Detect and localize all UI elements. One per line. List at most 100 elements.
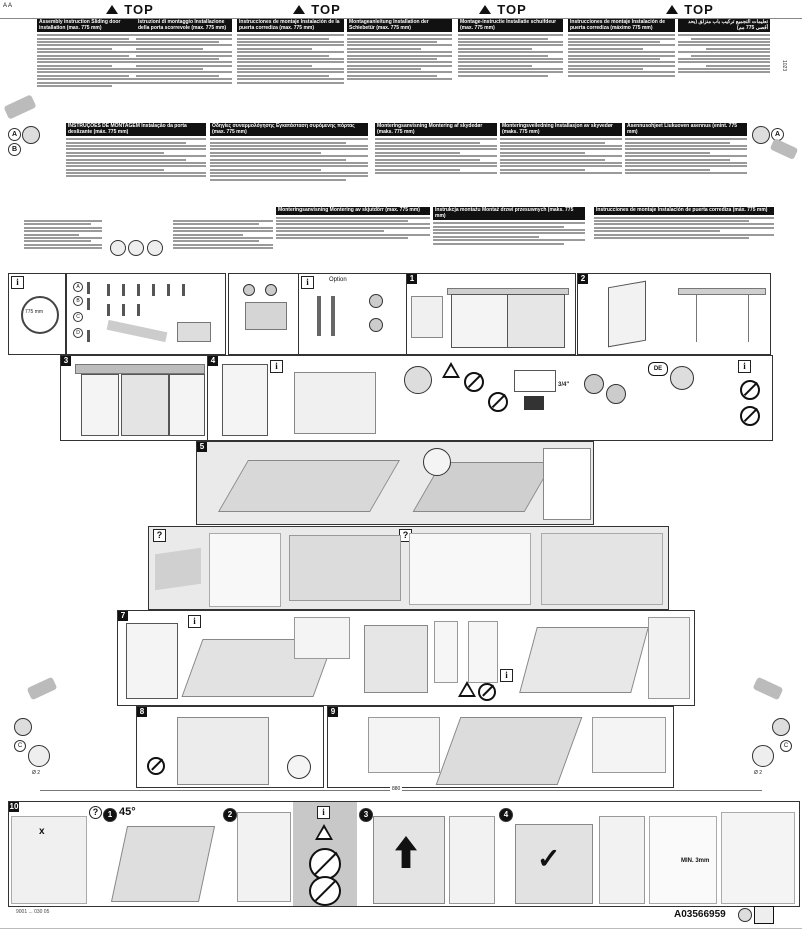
detail-magnifier-icon (287, 755, 311, 779)
part-label-d: D (73, 328, 83, 338)
part-label-b: B (73, 296, 83, 306)
arrow-up-icon (293, 4, 306, 14)
part-label-c: C (73, 312, 83, 322)
top-strip (0, 0, 802, 19)
panel-mount-diagram (289, 535, 401, 601)
dishwasher-side (608, 280, 646, 348)
top-label-2: TOP (282, 0, 352, 18)
door-adjust-diagram (721, 812, 795, 904)
hole-diameter-right: Ø 2 (754, 770, 763, 776)
rail-part-icon (106, 319, 168, 343)
drill-icon (769, 138, 799, 160)
column-title: Instrucciones de montaje Instalación de … (237, 19, 344, 33)
step-3-panel: 3 (60, 355, 208, 441)
screw-icon (122, 304, 125, 316)
column-title: Monteringsanvisning Montering av skjutdö… (276, 207, 430, 215)
detail-inset (294, 617, 350, 659)
column-title: Monteringsveiledning Installasjon av sky… (500, 123, 622, 137)
screw-detail (368, 717, 440, 773)
country-badge: DE (648, 362, 668, 376)
column-title: تعليمات التجميع تركيب باب منزلق (بحد أقص… (678, 19, 770, 33)
substep-2: 2 (223, 808, 237, 822)
column-title: INSTRUÇÕES DE MONTAGEM Instalação da por… (66, 123, 206, 137)
column-title: Instrukcja montażu Montaż drzwi przesuwn… (433, 207, 585, 221)
question-icon: ? (89, 806, 102, 819)
screw-icon (87, 298, 90, 310)
dimension-chart (411, 296, 443, 338)
instruction-column-sv: Monteringsanvisning Montering av skjutdö… (276, 207, 430, 267)
side-dimension: 1023 (781, 60, 787, 72)
no-sign-icon (309, 876, 341, 906)
footer-code: 9001 ... 030 05 (16, 909, 50, 915)
instruction-column-en: Assembly instruction Sliding door instal… (37, 19, 144, 121)
step-number: 7 (118, 611, 128, 621)
tap-icon (524, 396, 544, 410)
instruction-column-da: Monteringsanvisning Montering af skydedø… (375, 123, 497, 203)
no-sign-icon (478, 683, 496, 701)
instruction-column-es3: Instrucciones de montaje Instalación de … (594, 207, 774, 267)
thread-size: 3/4" (558, 382, 570, 388)
countertop (75, 364, 205, 374)
ring-diagram (21, 296, 59, 334)
gap-measure-diagram (649, 816, 717, 904)
column-title: Montageanleitung Installation der Schieb… (347, 19, 452, 33)
hinge-part-icon (245, 302, 287, 330)
hinge-detail (449, 816, 495, 904)
option-label: Option (329, 277, 347, 283)
step-number: 2 (578, 274, 588, 284)
angle-label: 45° (119, 806, 136, 818)
info-icon: i (11, 276, 24, 289)
column-title: Assembly instruction Sliding door instal… (37, 19, 144, 33)
rod-icon (331, 296, 335, 336)
countertop (678, 288, 766, 295)
instruction-column-es2: Instrucciones de montaje Instalación de … (568, 19, 675, 121)
parts-washers-panel (228, 273, 300, 355)
step-7-panel: 7 i i (117, 610, 695, 706)
step-5-panel: 5 (196, 441, 594, 525)
no-sign-icon (488, 392, 508, 412)
pdf-icon (754, 906, 774, 924)
drill-icon (3, 94, 37, 120)
warning-icon (442, 362, 460, 378)
push-in-diagram (519, 627, 649, 693)
hinge-detail (434, 621, 458, 683)
connector-icon (606, 384, 626, 404)
instruction-column-pt: INSTRUÇÕES DE MONTAGEM Instalação da por… (66, 123, 206, 203)
foot-icon (369, 294, 383, 308)
info-panel-ring: i 775 mm (8, 273, 66, 355)
instruction-column-es: Instrucciones de montaje Instalación de … (237, 19, 344, 121)
hole-detail-icon (752, 745, 774, 767)
drill-icon (752, 676, 784, 701)
warning-icon (315, 824, 333, 840)
no-sign-icon (147, 240, 163, 256)
step-9-panel: 9 (327, 706, 674, 788)
info-icon: i (738, 360, 751, 373)
substep-4: 4 (499, 808, 513, 822)
parts-list-panel: A B C D (66, 273, 226, 355)
step-number: 9 (328, 707, 338, 717)
instruction-column-left-b (173, 218, 273, 266)
washer-icon (243, 284, 255, 296)
drill-icon (26, 676, 58, 701)
door-panel-diagram (217, 460, 401, 512)
instruction-column-nl: Montage-instructie Installatie schuifdeu… (458, 19, 563, 121)
step-number: 3 (61, 356, 71, 366)
no-sign-icon (740, 380, 760, 400)
marker-b-left: B (8, 143, 21, 156)
no-sign-icon (128, 240, 144, 256)
hole-diameter-left: Ø 2 (32, 770, 41, 776)
part-label-a: A (73, 282, 83, 292)
hole-detail-icon (28, 745, 50, 767)
info-icon: i (188, 615, 201, 628)
step-1-panel: 1 (406, 273, 576, 355)
substep-3: 3 (359, 808, 373, 822)
question-icon: ? (153, 529, 166, 542)
screw-icon (107, 304, 110, 316)
panel-diagram (155, 547, 201, 591)
top-label-1: TOP (95, 0, 165, 18)
niche-line (696, 294, 697, 342)
cabinet (81, 374, 119, 436)
ring-dimension: 775 mm (25, 309, 44, 315)
recycle-icon (738, 908, 752, 922)
top-label-3: TOP (468, 0, 538, 18)
